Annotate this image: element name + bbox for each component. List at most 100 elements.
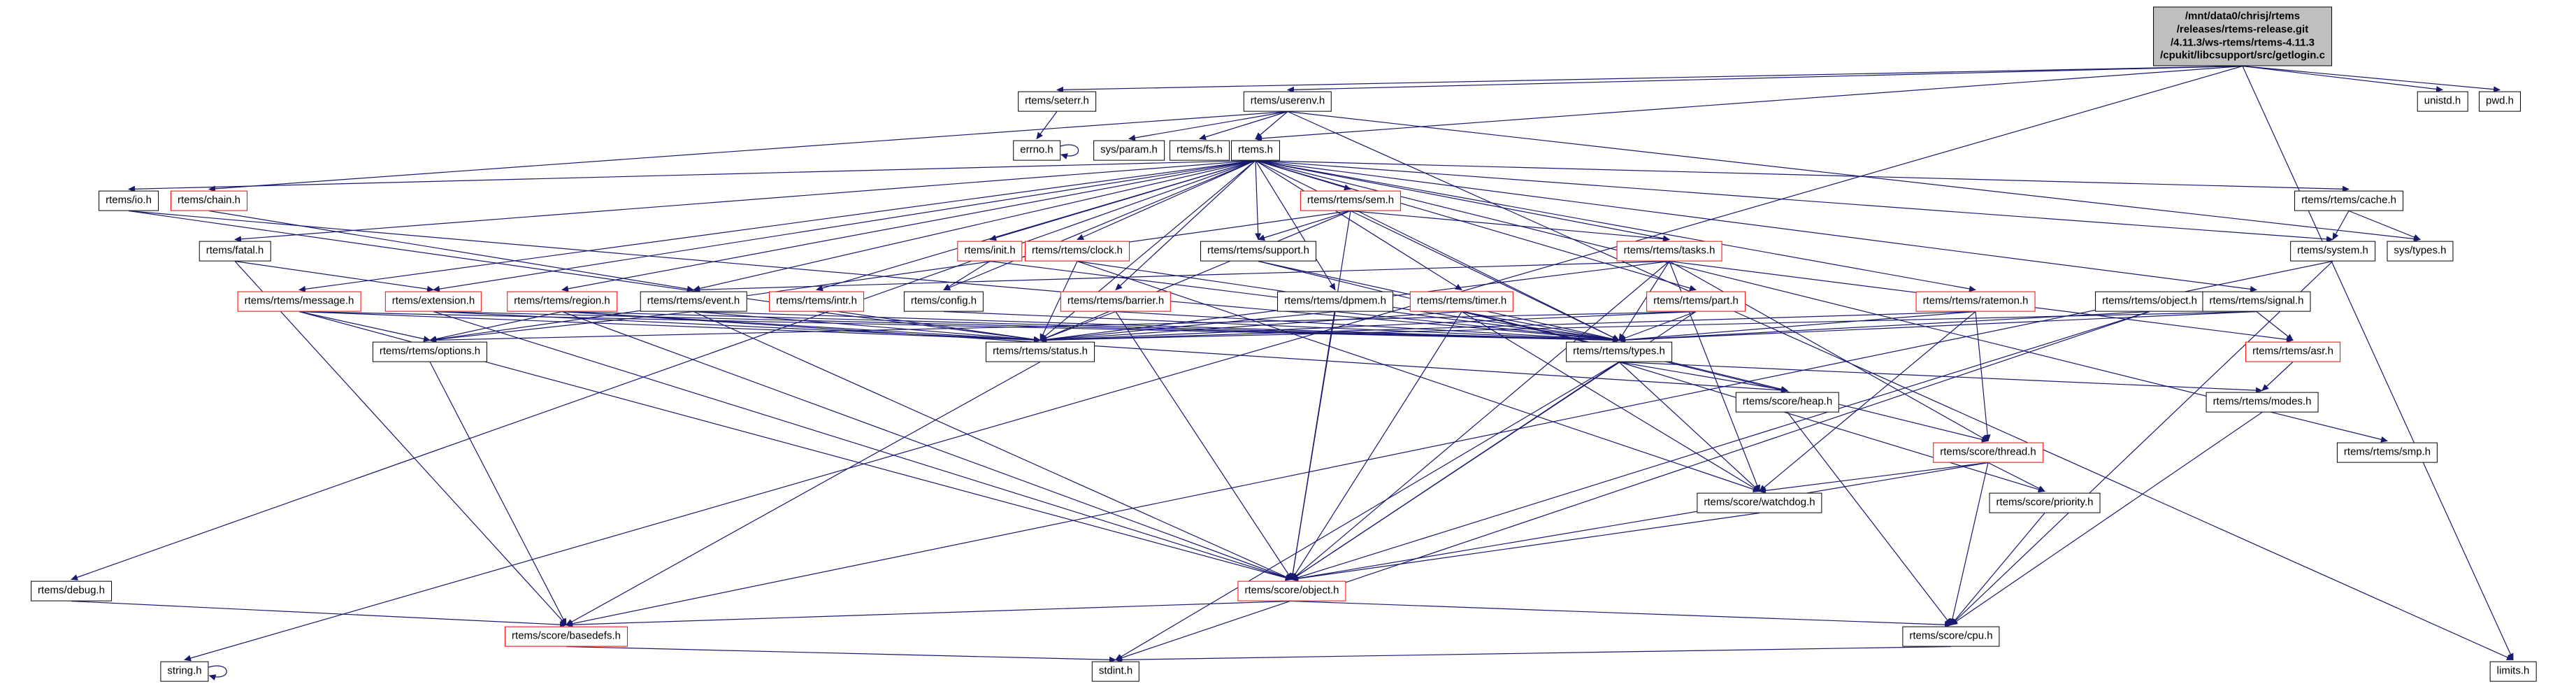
node-smp[interactable]: rtems/rtems/smp.h <box>2336 442 2438 463</box>
include-edge-system-cpu <box>1950 261 2333 626</box>
include-edge-sobject-basedefs <box>566 600 1293 628</box>
node-options[interactable]: rtems/rtems/options.h <box>372 341 488 362</box>
node-debug[interactable]: rtems/debug.h <box>31 580 112 601</box>
node-priority[interactable]: rtems/score/priority.h <box>1989 492 2101 513</box>
include-edge-cpu-stdint <box>1115 646 1952 663</box>
node-userenv[interactable]: rtems/userenv.h <box>1243 91 1332 112</box>
node-signal[interactable]: rtems/rtems/signal.h <box>2202 291 2311 312</box>
node-pwd[interactable]: pwd.h <box>2478 91 2521 112</box>
node-timer[interactable]: rtems/rtems/timer.h <box>1409 291 1514 312</box>
include-edge-event-sobject <box>693 311 1293 580</box>
include-edge-signal-asr <box>2256 311 2294 341</box>
include-edge-main-seterr <box>1056 65 2243 93</box>
include-edge-userenv-chain <box>208 111 1288 192</box>
include-edge-rtems-io <box>128 159 1256 192</box>
include-edge-event-types <box>693 311 1620 343</box>
node-config[interactable]: rtems/config.h <box>903 291 984 312</box>
include-edge-signal-status <box>1039 311 2257 343</box>
include-edge-sem-tasks <box>1350 210 1670 243</box>
node-barrier[interactable]: rtems/rtems/barrier.h <box>1060 291 1172 312</box>
node-ratemon[interactable]: rtems/rtems/ratemon.h <box>1915 291 2036 312</box>
include-edge-cache-systypes <box>2348 210 2421 241</box>
include-edge-dpmem-types <box>1334 311 1620 343</box>
node-rtems[interactable]: rtems.h <box>1230 140 1281 161</box>
include-edge-message-options <box>298 311 431 342</box>
node-heap[interactable]: rtems/score/heap.h <box>1735 392 1840 413</box>
include-edge-clock-watchdog <box>1077 260 1760 492</box>
node-unistd[interactable]: unistd.h <box>2417 91 2468 112</box>
node-intr[interactable]: rtems/rtems/intr.h <box>769 291 864 312</box>
include-edge-ratemon-thread <box>1975 311 1991 442</box>
include-edge-rtems-debug <box>71 159 1256 580</box>
node-sobject[interactable]: rtems/score/object.h <box>1237 580 1346 601</box>
include-edge-rtems-cache <box>1255 159 2350 192</box>
include-edge-rtems-event <box>693 159 1256 292</box>
include-edge-clock-status <box>1039 261 1078 341</box>
node-tasks[interactable]: rtems/rtems/tasks.h <box>1616 241 1722 262</box>
node-dpmem[interactable]: rtems/rtems/dpmem.h <box>1277 291 1393 312</box>
include-edge-rtems-timer <box>1255 159 1462 291</box>
include-edge-userenv-rtems <box>1255 111 1288 140</box>
node-clock[interactable]: rtems/rtems/clock.h <box>1024 241 1130 262</box>
node-limits[interactable]: limits.h <box>2489 661 2537 682</box>
node-basedefs[interactable]: rtems/score/basedefs.h <box>505 626 628 647</box>
include-edge-part-status <box>1039 311 1697 343</box>
include-edge-rtems-dpmem <box>1255 160 1336 291</box>
node-part[interactable]: rtems/rtems/part.h <box>1646 291 1746 312</box>
include-edge-rtems-types <box>1255 159 1620 341</box>
include-edge-rtems-system <box>1255 159 2333 243</box>
include-edge-heap-cpu <box>1787 412 1952 626</box>
include-edge-timer-sobject <box>1291 311 1462 580</box>
include-edge-dpmem-status <box>1039 311 1336 343</box>
include-edge-main-limits <box>2242 66 2514 661</box>
node-sem[interactable]: rtems/rtems/sem.h <box>1300 190 1402 211</box>
node-support[interactable]: rtems/rtems/support.h <box>1200 241 1316 262</box>
include-edge-config-types <box>943 311 1620 343</box>
include-edge-dpmem-sobject <box>1289 311 1336 580</box>
node-event[interactable]: rtems/rtems/event.h <box>640 291 747 312</box>
node-cpu[interactable]: rtems/score/cpu.h <box>1902 626 2000 647</box>
include-edge-types-modes <box>1618 361 2263 394</box>
node-io[interactable]: rtems/io.h <box>99 190 159 211</box>
node-modes[interactable]: rtems/rtems/modes.h <box>2206 392 2319 413</box>
node-seterr[interactable]: rtems/seterr.h <box>1018 91 1096 112</box>
node-region[interactable]: rtems/rtems/region.h <box>507 291 617 312</box>
node-string[interactable]: string.h <box>160 661 209 682</box>
include-edge-intr-status <box>816 311 1041 343</box>
node-errno[interactable]: errno.h <box>1013 140 1060 161</box>
node-asr[interactable]: rtems/rtems/asr.h <box>2245 341 2340 362</box>
node-cache[interactable]: rtems/rtems/cache.h <box>2294 190 2403 211</box>
node-types[interactable]: rtems/rtems/types.h <box>1566 341 1672 362</box>
node-system[interactable]: rtems/system.h <box>2290 241 2375 262</box>
node-fatal[interactable]: rtems/fatal.h <box>199 241 271 262</box>
include-edge-io-types <box>128 210 1620 343</box>
include-edge-main-rtems <box>1255 65 2243 142</box>
include-edge-types-sobject <box>1291 362 1620 580</box>
node-main: /mnt/data0/chrisj/rtems /releases/rtems-… <box>2153 6 2332 66</box>
include-edge-seterr-errno <box>1036 111 1058 140</box>
node-extension[interactable]: rtems/extension.h <box>384 291 482 312</box>
node-init[interactable]: rtems/init.h <box>957 241 1023 262</box>
include-edge-options-basedefs <box>429 362 567 626</box>
node-fs[interactable]: rtems/fs.h <box>1170 140 1230 161</box>
node-stdint[interactable]: stdint.h <box>1091 661 1140 682</box>
node-status[interactable]: rtems/rtems/status.h <box>986 341 1095 362</box>
include-edge-tasks-thread <box>1669 260 1989 442</box>
include-edge-sem-support <box>1258 210 1351 241</box>
node-robject[interactable]: rtems/rtems/object.h <box>2095 291 2204 312</box>
include-edge-status-basedefs <box>566 361 1041 626</box>
node-sysparam[interactable]: sys/param.h <box>1093 140 1165 161</box>
node-message[interactable]: rtems/rtems/message.h <box>237 291 361 312</box>
include-edge-string-string <box>208 665 227 681</box>
include-edge-fatal-basedefs <box>234 261 567 626</box>
node-systypes[interactable]: sys/types.h <box>2387 241 2454 262</box>
include-edge-rtems-signal <box>1255 159 2257 292</box>
node-thread[interactable]: rtems/score/thread.h <box>1933 442 2043 463</box>
node-chain[interactable]: rtems/chain.h <box>170 190 248 211</box>
include-edge-event-status <box>693 311 1041 343</box>
include-edge-robject-stdint <box>1115 311 2150 661</box>
include-edge-extension-sobject <box>433 311 1293 581</box>
node-watchdog[interactable]: rtems/score/watchdog.h <box>1697 492 1822 513</box>
include-edge-priority-cpu <box>1950 513 2045 626</box>
include-edge-rtems-part <box>1255 159 1697 292</box>
